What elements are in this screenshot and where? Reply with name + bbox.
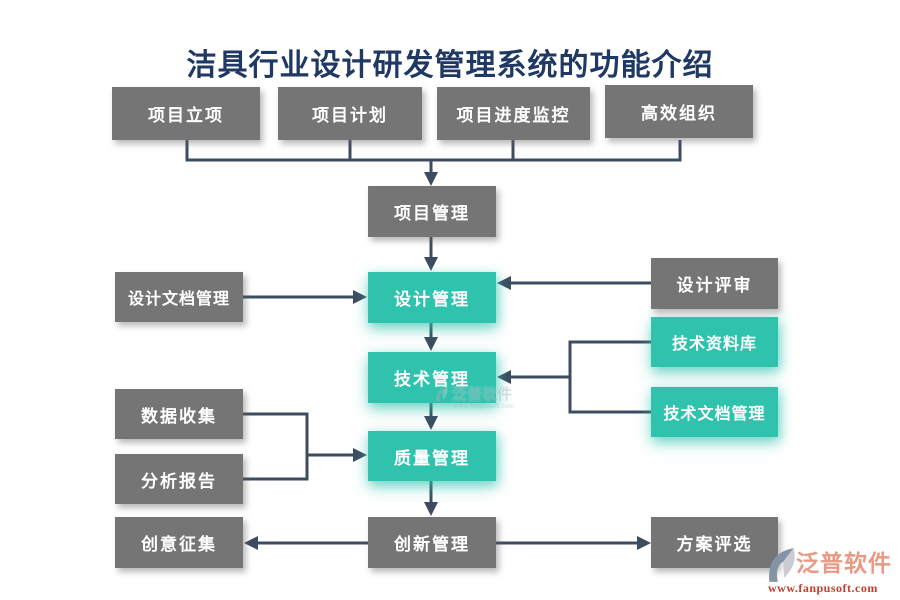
edge-quality-bracket: [243, 412, 309, 481]
node-project-initiation: 项目立项: [112, 87, 260, 140]
edge-tech-bracket: [568, 340, 651, 414]
node-tech-repository: 技术资料库: [651, 317, 778, 367]
node-progress-monitor: 项目进度监控: [437, 87, 590, 140]
page-title: 洁具行业设计研发管理系统的功能介绍: [186, 49, 714, 82]
node-label: 数据收集: [141, 406, 217, 426]
node-analysis-report: 分析报告: [115, 454, 243, 504]
node-label: 创新管理: [394, 535, 470, 554]
node-label: 设计管理: [394, 290, 470, 309]
node-design-mgmt: 设计管理: [368, 272, 496, 323]
node-label: 技术文档管理: [663, 406, 766, 423]
node-label: 质量管理: [394, 448, 470, 468]
node-quality-mgmt: 质量管理: [368, 431, 496, 481]
node-project-mgmt: 项目管理: [368, 186, 496, 237]
node-label: 项目计划: [312, 106, 388, 125]
node-tech-doc-mgmt: 技术文档管理: [651, 387, 778, 437]
node-label: 项目进度监控: [456, 106, 571, 125]
node-plan-selection: 方案评选: [651, 517, 778, 568]
node-label: 设计评审: [676, 276, 753, 295]
fanpu-logo-icon: [769, 548, 795, 582]
fanpu-logo: 泛普软件 www.fanpusoft.com: [766, 546, 898, 596]
node-label: 技术资料库: [671, 336, 757, 353]
node-innovation-mgmt: 创新管理: [368, 517, 496, 568]
logo-brand-text: 泛普软件: [796, 550, 892, 576]
node-data-collection: 数据收集: [115, 389, 243, 439]
node-label: 创意征集: [141, 535, 217, 554]
node-design-doc-mgmt: 设计文档管理: [115, 272, 243, 322]
node-idea-collection: 创意征集: [115, 517, 243, 568]
node-efficient-org: 高效组织: [605, 85, 753, 138]
node-label: 技术管理: [394, 370, 470, 389]
node-label: 设计文档管理: [127, 291, 230, 308]
node-label: 项目管理: [394, 204, 470, 223]
node-label: 高效组织: [641, 104, 717, 123]
node-design-review: 设计评审: [651, 258, 778, 309]
logo-url-text: www.fanpusoft.com: [768, 581, 878, 595]
node-label: 项目立项: [148, 106, 224, 125]
node-tech-mgmt: 技术管理: [368, 352, 496, 403]
node-label: 方案评选: [676, 535, 753, 554]
node-project-plan: 项目计划: [278, 87, 422, 140]
node-label: 分析报告: [141, 471, 217, 491]
